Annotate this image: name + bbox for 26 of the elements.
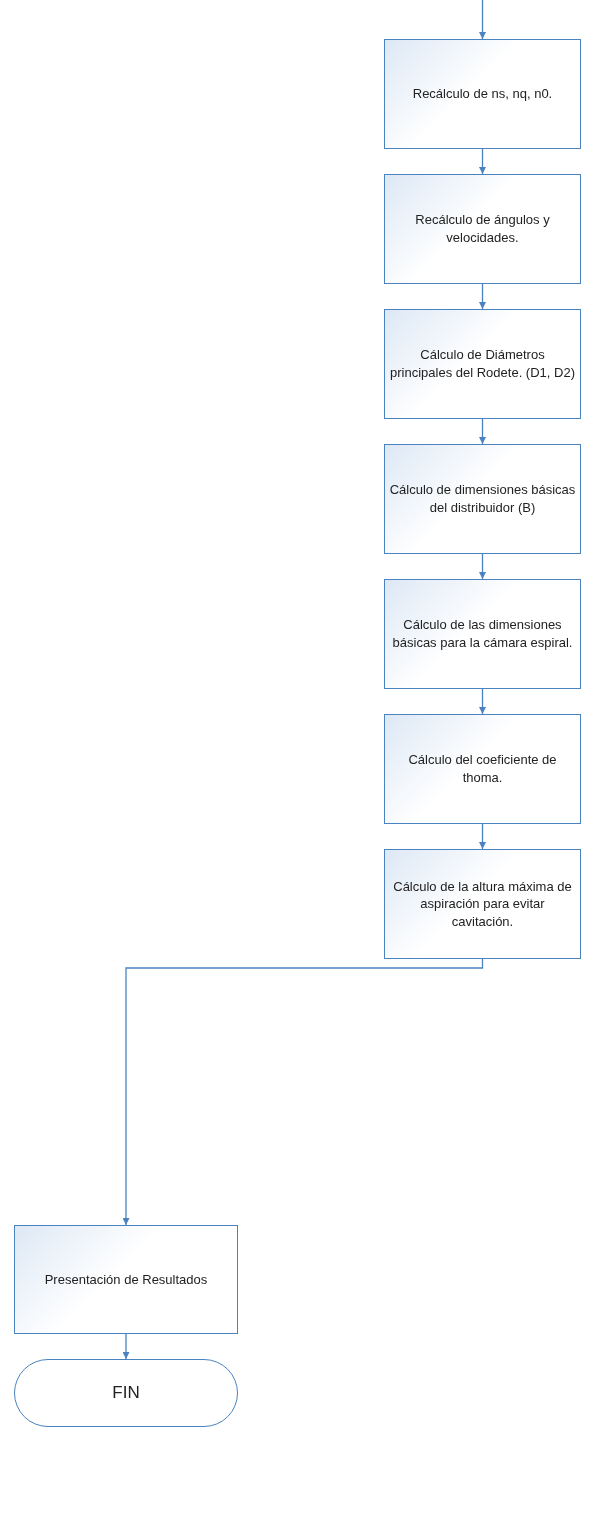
arrow — [479, 823, 486, 850]
process-box — [14, 1225, 238, 1334]
arrow — [122, 1333, 130, 1360]
node-text: Cálculo de la altura máxima de aspiración para evitar cavitación. — [392, 877, 573, 931]
process-box — [384, 444, 581, 554]
arrow — [479, 688, 486, 715]
node-text: Cálculo de Diámetros principales del Rodete. (D1, D2) — [389, 346, 576, 382]
arrow — [479, 418, 486, 445]
node-text: FIN — [111, 1381, 141, 1404]
node-text: Cálculo del coeficiente de thoma. — [407, 751, 558, 787]
node-text: Cálculo de las dimensiones básicas para la cámara espiral. — [391, 616, 574, 652]
node-text: Cálculo de dimensiones básicas del distribuidor (B) — [388, 481, 577, 517]
arrow — [122, 958, 484, 1226]
node-text: Recálculo de ángulos y velocidades. — [414, 211, 551, 247]
process-box — [384, 39, 581, 149]
process-box — [384, 579, 581, 689]
process-box — [384, 714, 581, 824]
node-text: Presentación de Resultados — [43, 1270, 209, 1289]
process-box — [384, 309, 581, 419]
process-box — [384, 849, 581, 959]
arrow — [479, 553, 486, 580]
arrow — [479, 0, 486, 40]
process-box — [384, 174, 581, 284]
arrow — [479, 283, 486, 310]
node-text: Recálculo de ns, nq, n0. — [411, 85, 554, 103]
arrow — [479, 148, 486, 175]
